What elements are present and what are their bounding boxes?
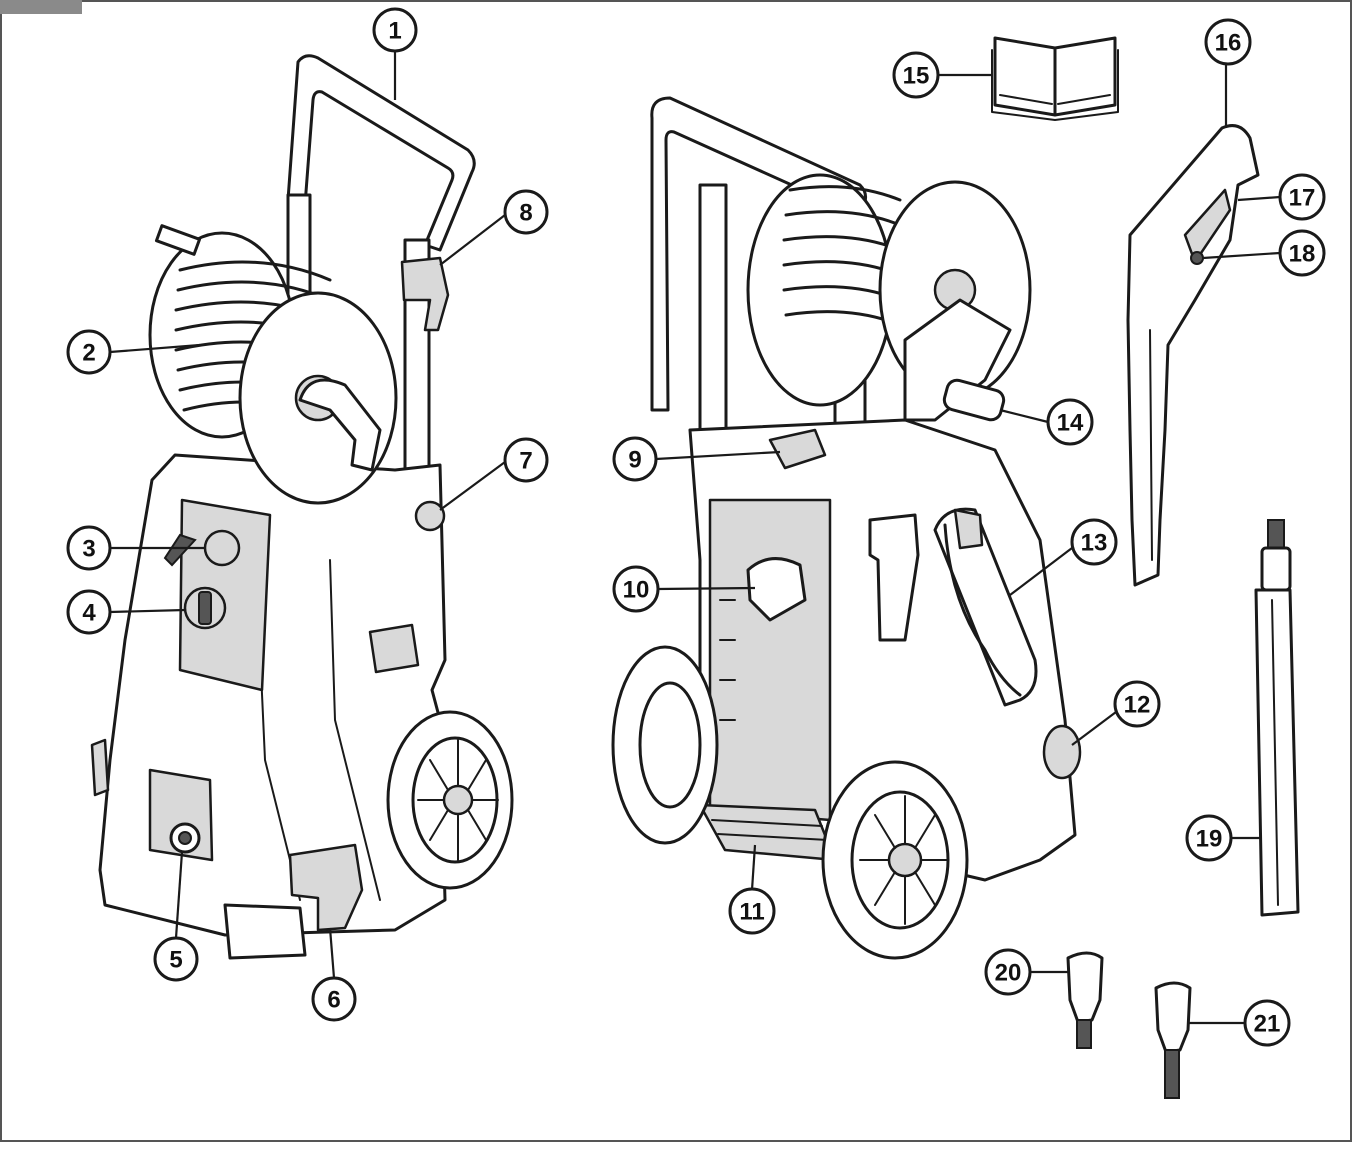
callout-17: 17 xyxy=(1237,173,1326,221)
callout-13: 13 xyxy=(1009,518,1118,596)
callout-16: 16 xyxy=(1204,18,1252,128)
callout-14: 14 xyxy=(999,398,1094,446)
callout-16-label: 16 xyxy=(1215,30,1242,57)
cable-wrap-frame xyxy=(933,507,1038,707)
callout-4-label: 4 xyxy=(82,600,96,627)
washer-body xyxy=(98,453,447,937)
footplate-ribs xyxy=(711,819,829,841)
spray-lance xyxy=(1254,519,1300,917)
callout-8: 8 xyxy=(439,189,549,266)
callout-2: 2 xyxy=(66,329,201,375)
detergent-tank xyxy=(708,498,832,822)
outlet-knob xyxy=(203,529,241,567)
gun-seam xyxy=(1149,329,1153,561)
hose-holder-knob xyxy=(414,500,446,532)
callout-6: 6 xyxy=(311,927,357,1022)
side-bump xyxy=(90,738,110,797)
washer-front-view xyxy=(90,54,514,960)
lance-foot-holder xyxy=(288,843,364,932)
callout-13-label: 13 xyxy=(1081,530,1108,557)
callout-7: 7 xyxy=(439,437,549,511)
telescopic-handle xyxy=(286,54,476,252)
trigger-gun xyxy=(1126,124,1260,587)
wheel-spokes xyxy=(417,739,499,861)
callout-2-label: 2 xyxy=(82,340,95,367)
cable-plug xyxy=(953,508,984,550)
callout-20: 20 xyxy=(984,948,1070,996)
gun-body xyxy=(1126,124,1260,587)
rear-lance-holder xyxy=(868,513,920,642)
pressure-knob xyxy=(1042,724,1082,780)
callout-6-label: 6 xyxy=(327,987,340,1014)
lance-collar xyxy=(1260,546,1292,592)
callout-3: 3 xyxy=(66,525,205,571)
washer-rear-view xyxy=(611,96,1082,960)
callout-20-label: 20 xyxy=(995,960,1022,987)
callout-21-label: 21 xyxy=(1254,1011,1281,1038)
rear-wheel-hub xyxy=(887,842,923,878)
callout-4: 4 xyxy=(66,589,186,635)
lance-tube-seam xyxy=(1271,599,1279,906)
callout-7-label: 7 xyxy=(519,448,532,475)
callout-21: 21 xyxy=(1188,999,1291,1047)
callout-19: 19 xyxy=(1185,814,1262,862)
power-cable xyxy=(943,523,1022,697)
callout-9: 9 xyxy=(612,436,781,482)
callout-18-label: 18 xyxy=(1289,241,1316,268)
lance-tip xyxy=(1267,519,1285,551)
callout-10-label: 10 xyxy=(623,577,650,604)
rear-wheel-spokes xyxy=(859,795,949,925)
callout-11-label: 11 xyxy=(739,899,764,926)
callout-18: 18 xyxy=(1202,229,1326,277)
callout-1-label: 1 xyxy=(388,18,401,45)
water-inlet-core xyxy=(178,831,192,845)
footplate xyxy=(698,803,837,862)
instruction-manual xyxy=(991,36,1119,121)
reel-axle xyxy=(154,224,202,256)
callout-3-label: 3 xyxy=(82,536,95,563)
lance-holder xyxy=(368,623,420,674)
reel-crank-handle xyxy=(942,378,1006,422)
base-foot xyxy=(223,903,307,960)
outlet-nozzle xyxy=(163,533,197,567)
callout-19-label: 19 xyxy=(1196,826,1223,853)
callout-14-label: 14 xyxy=(1057,410,1084,437)
callout-12: 12 xyxy=(1071,680,1161,746)
body-panel-line-2 xyxy=(329,559,381,901)
gun-trigger xyxy=(1183,188,1232,264)
callout-10: 10 xyxy=(612,565,756,613)
callout-9-label: 9 xyxy=(628,447,641,474)
tank-markings xyxy=(719,599,736,721)
detergent-cap xyxy=(768,428,827,470)
callout-1: 1 xyxy=(372,7,418,100)
callout-17-label: 17 xyxy=(1289,185,1316,212)
callout-5: 5 xyxy=(153,851,199,982)
callout-12-label: 12 xyxy=(1124,692,1151,719)
callout-15: 15 xyxy=(892,51,992,99)
tank-filler xyxy=(746,557,807,622)
lance-tube xyxy=(1254,588,1300,917)
corner-tab xyxy=(0,0,82,14)
callout-11: 11 xyxy=(728,844,776,935)
safety-lock xyxy=(1190,251,1204,265)
rear-handle-tube-l xyxy=(698,183,728,447)
rear-wheel-left-rim xyxy=(638,681,702,809)
nozzle-a xyxy=(1066,951,1104,1049)
main-switch-grip xyxy=(198,591,212,625)
callout-15-label: 15 xyxy=(903,63,930,90)
reel-crank xyxy=(298,378,382,472)
callout-8-label: 8 xyxy=(519,200,532,227)
nozzle-b xyxy=(1154,981,1192,1099)
callout-5-label: 5 xyxy=(169,947,182,974)
